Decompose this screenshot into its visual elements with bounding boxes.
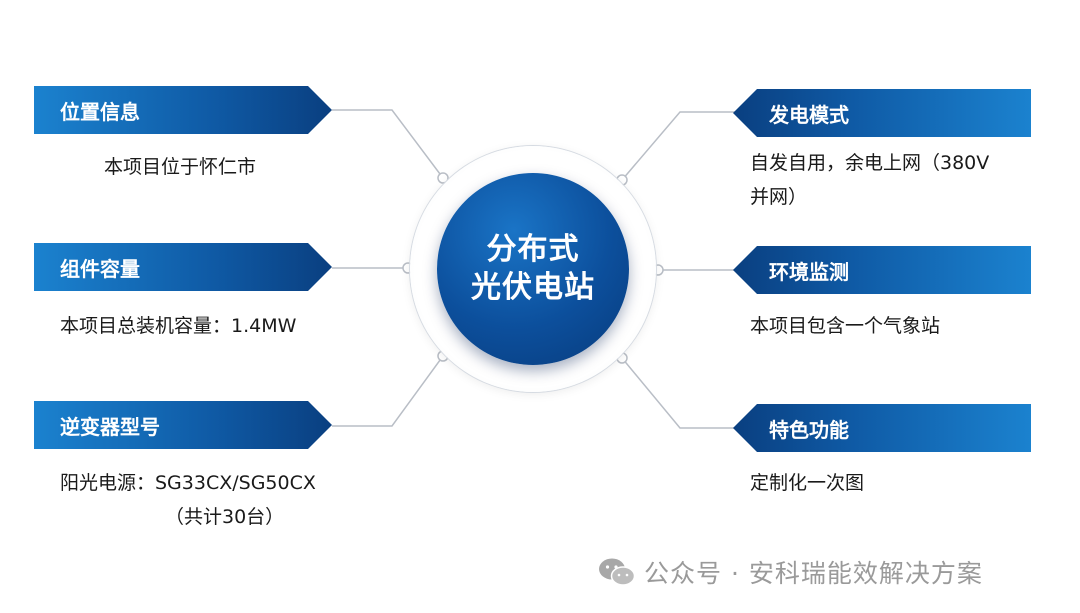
banner-environment-monitoring-title: 环境监测 xyxy=(769,259,849,284)
desc-module-capacity: 本项目总装机容量：1.4MW xyxy=(60,309,296,343)
banner-environment-monitoring: 环境监测 xyxy=(733,246,1031,294)
desc-location: 本项目位于怀仁市 xyxy=(104,150,256,184)
banner-featured-functions-title: 特色功能 xyxy=(769,417,849,442)
desc-inverter-model-line-1: 阳光电源：SG33CX/SG50CX xyxy=(60,472,316,494)
banner-inverter-model-title: 逆变器型号 xyxy=(60,414,160,439)
connector-right-bottom xyxy=(621,357,735,429)
desc-featured-functions: 定制化一次图 xyxy=(750,466,864,500)
banner-location: 位置信息 xyxy=(34,86,332,134)
desc-environment-monitoring-line: 本项目包含一个气象站 xyxy=(750,315,941,337)
connector-left-bottom xyxy=(332,355,444,427)
watermark: 公众号 · 安科瑞能效解决方案 xyxy=(598,553,983,591)
desc-inverter-model-line-2: （共计30台） xyxy=(165,506,285,528)
hub-title-line-2: 光伏电站 xyxy=(471,270,595,305)
desc-generation-mode: 自发自用，余电上网（380V 并网） xyxy=(750,146,989,214)
banner-location-title: 位置信息 xyxy=(60,99,140,124)
banner-generation-mode-title: 发电模式 xyxy=(769,102,849,127)
banner-generation-mode: 发电模式 xyxy=(733,89,1031,137)
banner-featured-functions: 特色功能 xyxy=(733,404,1031,452)
desc-module-capacity-line: 本项目总装机容量：1.4MW xyxy=(60,315,297,337)
hub-title-line-1: 分布式 xyxy=(486,232,580,267)
hub-center: 分布式 光伏电站 xyxy=(437,173,629,365)
connector-right-top xyxy=(621,111,735,181)
banner-inverter-model: 逆变器型号 xyxy=(34,401,332,449)
desc-environment-monitoring: 本项目包含一个气象站 xyxy=(750,309,940,343)
connector-left-top xyxy=(332,109,444,179)
wechat-icon xyxy=(599,558,636,586)
desc-featured-functions-line: 定制化一次图 xyxy=(750,472,865,494)
banner-module-capacity: 组件容量 xyxy=(34,243,332,291)
desc-generation-mode-line-2: 并网） xyxy=(750,186,808,208)
desc-location-line: 本项目位于怀仁市 xyxy=(104,156,257,178)
node-dot-left-top xyxy=(437,172,449,184)
desc-inverter-model: 阳光电源：SG33CX/SG50CX （共计30台） xyxy=(60,466,316,534)
desc-generation-mode-line-1: 自发自用，余电上网（380V xyxy=(750,152,990,174)
watermark-text: 公众号 · 安科瑞能效解决方案 xyxy=(644,559,983,588)
banner-module-capacity-title: 组件容量 xyxy=(60,256,140,281)
